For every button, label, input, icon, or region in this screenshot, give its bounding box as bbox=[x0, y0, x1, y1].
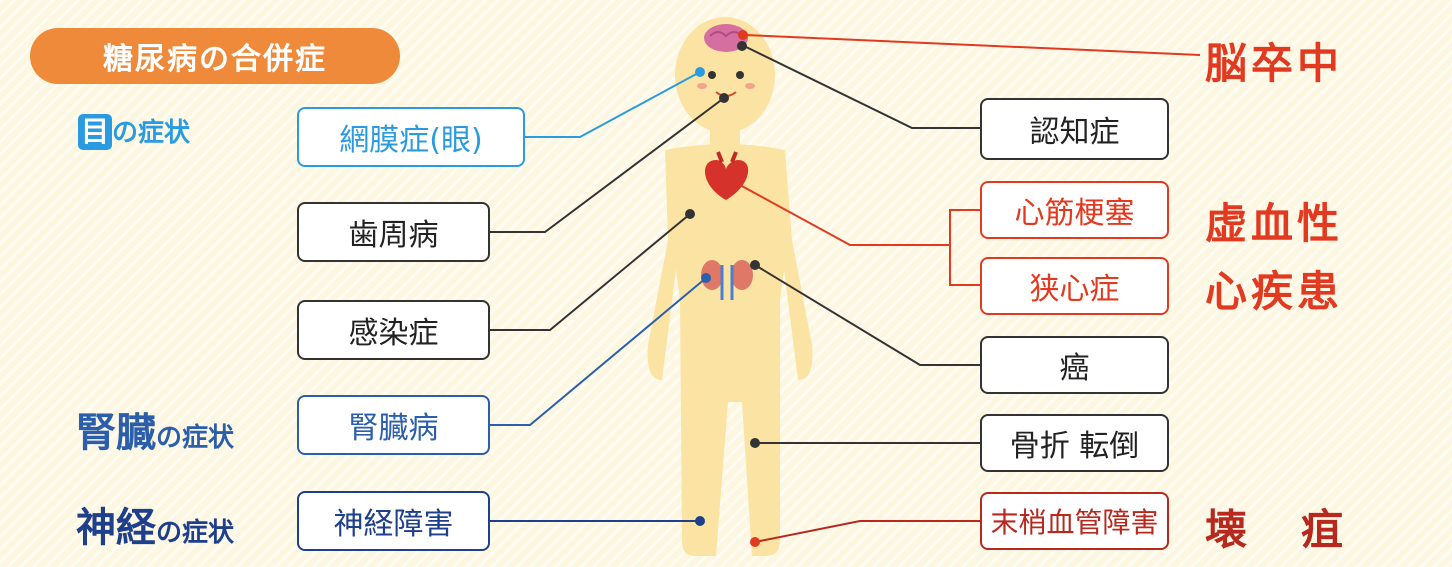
nerve-category-suffix: の症状 bbox=[156, 518, 234, 548]
gangrene-label: 壊 疽 bbox=[1205, 496, 1349, 557]
infection-box: 感染症 bbox=[297, 300, 490, 360]
nerve-category-main: 神経 bbox=[76, 505, 156, 551]
retinopathy-box: 網膜症(眼) bbox=[297, 107, 525, 167]
eye-icon: 目 bbox=[78, 114, 112, 150]
neuropathy-box: 神経障害 bbox=[297, 491, 490, 551]
angina-box: 狭心症 bbox=[980, 257, 1169, 315]
heart-disease-label: 心疾患 bbox=[1205, 258, 1343, 319]
dementia-box: 認知症 bbox=[980, 98, 1169, 160]
body-figure bbox=[648, 17, 813, 556]
title-badge: 糖尿病の合併症 bbox=[30, 28, 400, 84]
cancer-box: 癌 bbox=[980, 336, 1169, 394]
eye-category-suffix: の症状 bbox=[112, 118, 190, 148]
kidney-category-main: 腎臓 bbox=[76, 410, 156, 456]
periodontal-box: 歯周病 bbox=[297, 202, 490, 262]
kidney-category-suffix: の症状 bbox=[156, 423, 234, 453]
peripheral-vascular-box: 末梢血管障害 bbox=[980, 492, 1169, 550]
nerve-category: 神経の症状 bbox=[76, 495, 234, 553]
eye-category: 目の症状 bbox=[78, 112, 190, 150]
nephropathy-box: 腎臓病 bbox=[297, 395, 490, 455]
myocardial-infarction-box: 心筋梗塞 bbox=[980, 181, 1169, 239]
fracture-box: 骨折 転倒 bbox=[980, 414, 1169, 472]
ischemic-label: 虚血性 bbox=[1205, 190, 1343, 251]
kidney-category: 腎臓の症状 bbox=[76, 400, 234, 458]
stroke-label: 脳卒中 bbox=[1205, 30, 1343, 91]
